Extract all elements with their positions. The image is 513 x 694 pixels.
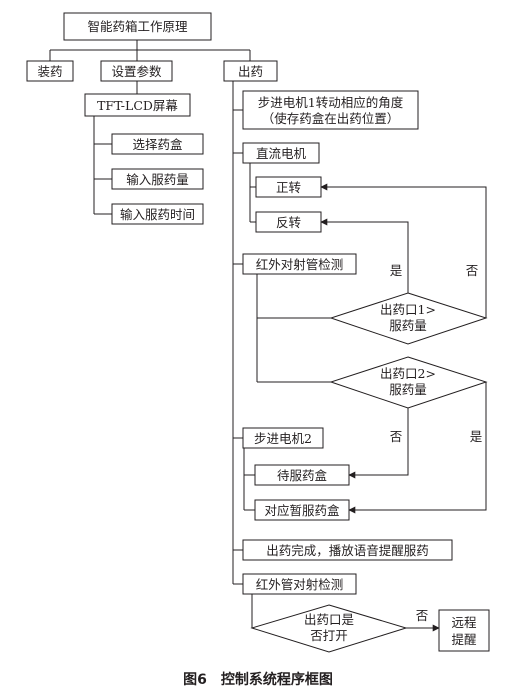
node-setparams-label: 设置参数 <box>111 64 162 79</box>
node-inputtime: 输入服药时间 <box>111 203 204 225</box>
decision-outlet1-label-1: 出药口1> <box>380 302 436 317</box>
node-dispense: 出药 <box>223 60 278 82</box>
node-remote-label-1: 远程 <box>451 615 477 630</box>
node-load-label: 装药 <box>37 64 62 79</box>
node-selectbox: 选择药盒 <box>111 133 204 155</box>
node-stepper2: 步进电机2 <box>242 427 324 449</box>
node-root: 智能药箱工作原理 <box>63 12 212 41</box>
node-remote: 远程 提醒 <box>438 609 490 652</box>
node-tempbox: 对应暂服药盒 <box>254 499 350 521</box>
node-remote-label-2: 提醒 <box>451 632 477 647</box>
node-ir1-label: 红外对射管检测 <box>256 257 344 272</box>
node-forward: 正转 <box>255 176 322 198</box>
label-yes-1: 是 <box>390 263 403 278</box>
node-waitbox-label: 待服药盒 <box>277 468 328 483</box>
node-stepper1-label-2: （使存药盒在出药位置） <box>262 111 400 126</box>
decision-outlet1: 出药口1> 服药量 <box>329 292 488 345</box>
decision-outlet-open-label-2: 否打开 <box>310 628 348 643</box>
node-dcmotor: 直流电机 <box>242 142 320 164</box>
decision-outlet-open: 出药口是 否打开 <box>250 604 408 653</box>
node-forward-label: 正转 <box>276 180 301 195</box>
node-stepper1-label-1: 步进电机1转动相应的角度 <box>258 95 404 110</box>
node-done: 出药完成，播放语音提醒服药 <box>242 539 453 561</box>
decision-outlet2-label-1: 出药口2> <box>380 366 436 381</box>
node-done-label: 出药完成，播放语音提醒服药 <box>266 543 429 558</box>
label-no-2: 否 <box>390 429 403 444</box>
decision-outlet2: 出药口2> 服药量 <box>329 356 488 409</box>
connectors <box>49 40 331 628</box>
node-tft: TFT-LCD屏幕 <box>84 93 191 117</box>
node-selectbox-label: 选择药盒 <box>132 137 183 152</box>
node-reverse-label: 反转 <box>276 215 301 230</box>
decision-outlet-open-label-1: 出药口是 <box>304 612 355 627</box>
node-inputdose: 输入服药量 <box>111 168 204 190</box>
figure-caption: 图6 控制系统程序框图 <box>183 671 333 688</box>
node-stepper1: 步进电机1转动相应的角度 （使存药盒在出药位置） <box>242 90 419 130</box>
label-no-3: 否 <box>416 608 429 623</box>
node-tempbox-label: 对应暂服药盒 <box>264 503 340 518</box>
node-load: 装药 <box>26 60 74 82</box>
node-setparams: 设置参数 <box>100 60 173 82</box>
node-inputdose-label: 输入服药量 <box>126 172 189 187</box>
node-inputtime-label: 输入服药时间 <box>120 207 195 222</box>
node-dispense-label: 出药 <box>238 64 263 79</box>
decision-outlet1-label-2: 服药量 <box>389 318 427 333</box>
node-ir1: 红外对射管检测 <box>242 253 357 275</box>
node-tft-label: TFT-LCD屏幕 <box>97 98 178 113</box>
node-stepper2-label: 步进电机2 <box>254 431 312 446</box>
label-yes-2: 是 <box>470 429 483 444</box>
decision-outlet2-label-2: 服药量 <box>389 382 427 397</box>
label-no-1: 否 <box>466 263 479 278</box>
branch-arrows <box>320 183 487 632</box>
node-root-label: 智能药箱工作原理 <box>87 19 188 34</box>
node-ir2-label: 红外管对射检测 <box>256 577 344 592</box>
node-ir2: 红外管对射检测 <box>242 573 357 595</box>
node-dcmotor-label: 直流电机 <box>256 146 307 161</box>
node-reverse: 反转 <box>255 211 322 233</box>
node-waitbox: 待服药盒 <box>254 464 350 486</box>
